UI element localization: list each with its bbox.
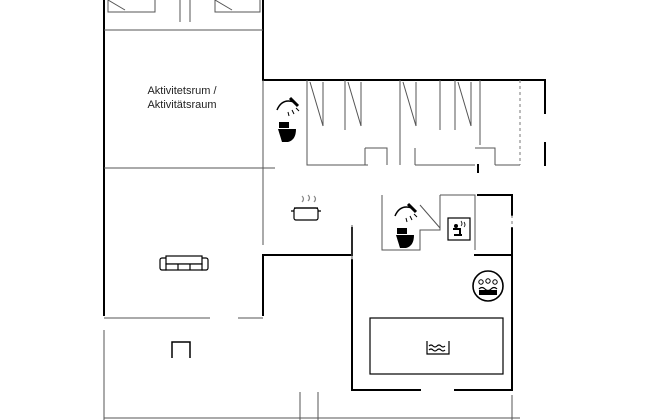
stall-door-3 xyxy=(402,81,417,127)
right-corridor-top xyxy=(477,194,513,216)
activity-room-label-line2: Aktivitätsraum xyxy=(147,99,217,111)
shower-icon xyxy=(394,202,418,223)
stall-door-4 xyxy=(457,81,472,127)
pool-icon xyxy=(369,317,504,375)
top-bed-right-diag xyxy=(214,0,233,11)
toilet-icon xyxy=(396,228,414,248)
activity-room-label: Aktivitetsrum / Aktivitätsraum xyxy=(112,84,252,112)
cooking-pot-icon xyxy=(291,194,321,221)
whirlpool-icon xyxy=(472,270,504,302)
thin-lines xyxy=(103,0,520,420)
sauna-icon xyxy=(447,217,471,241)
dashed-lines xyxy=(511,80,521,228)
pool-room-left xyxy=(351,259,421,391)
shower-icon xyxy=(276,96,300,117)
door-icon xyxy=(171,341,191,358)
top-bed-left xyxy=(107,0,156,13)
bath2-walls xyxy=(381,195,441,251)
bath2-door xyxy=(419,204,441,229)
living-right-wall xyxy=(262,227,353,256)
activity-room-label-line1: Aktivitetsrum / xyxy=(147,85,217,97)
stall-door-2 xyxy=(347,81,362,127)
top-bed-left-diag xyxy=(107,0,126,11)
bath2-top xyxy=(440,194,476,250)
top-bed-right xyxy=(214,0,261,13)
stall-box-1 xyxy=(364,147,388,165)
sofa-icon xyxy=(159,255,209,271)
stall-divider-1 xyxy=(306,80,368,166)
top-wall-segment xyxy=(262,0,546,81)
stall-door-1 xyxy=(309,81,324,127)
toilet-icon xyxy=(278,122,296,142)
stall-box-3 xyxy=(475,147,496,165)
